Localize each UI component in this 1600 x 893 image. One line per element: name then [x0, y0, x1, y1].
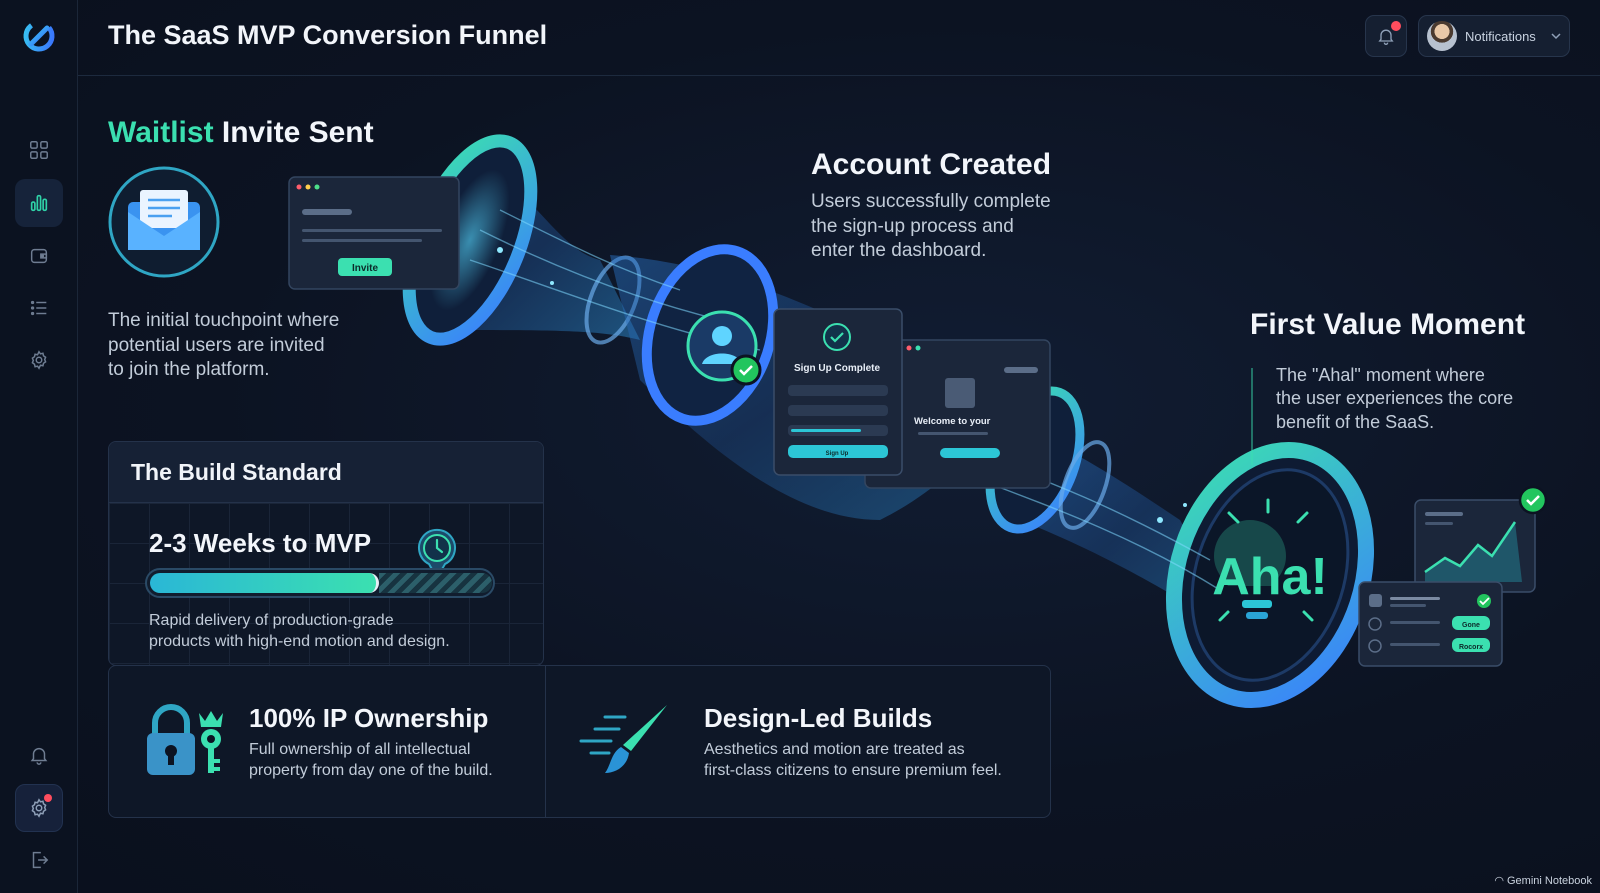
paintbrush-icon: [579, 705, 667, 773]
account-created-title: Account Created: [811, 148, 1052, 181]
growth-chart-mock: [1414, 485, 1548, 593]
aha-label: Aha!: [1212, 548, 1328, 606]
desc-line: Aesthetics and motion are treated as: [704, 741, 965, 758]
waitlist-title: Waitlist Invite Sent: [108, 116, 374, 150]
desc-line: property from day one of the build.: [249, 761, 493, 779]
desc-line: The initial touchpoint where: [108, 310, 340, 331]
settings-icon: [31, 350, 47, 370]
watermark: ◠ Gemini Notebook: [1494, 874, 1592, 887]
design-title: Design-Led Builds: [704, 703, 933, 733]
check-circle-icon: [1518, 485, 1548, 515]
desc-line: to join the platform.: [108, 359, 270, 381]
build-standard-card: The Build Standard 2-3 Weeks to MVP Rapi…: [108, 441, 544, 666]
lightbulb-icon: [1214, 498, 1314, 622]
ip-title: 100% IP Ownership: [249, 703, 489, 733]
bell-icon: [30, 747, 48, 765]
desc-line: first-class citizens to ensure premium f…: [704, 761, 1002, 779]
features-card: 100% IP Ownership Full ownership of all …: [108, 665, 1051, 818]
first-value-title: First Value Moment: [1250, 308, 1526, 341]
mvp-description: Rapid delivery of production-grade produ…: [149, 611, 450, 653]
avatar: [1427, 21, 1457, 51]
notification-badge: [1391, 21, 1401, 31]
divider: [545, 666, 546, 817]
invite-button-label: Invite: [352, 263, 379, 274]
notification-bell-button[interactable]: [1365, 15, 1407, 57]
brand-logo-icon[interactable]: [19, 16, 59, 56]
wallet-icon: [30, 248, 48, 264]
desc-line: potential users are invited: [108, 334, 325, 356]
desc-line: Users successfully complete: [811, 191, 1051, 212]
sidebar-item-logout[interactable]: [15, 836, 63, 884]
sidebar-item-dashboard[interactable]: [15, 126, 63, 174]
design-description: Aesthetics and motion are treated as fir…: [704, 740, 1002, 782]
page-title: The SaaS MVP Conversion Funnel: [108, 20, 548, 50]
mvp-progress-bar: [145, 568, 495, 598]
desc-line: products with high-end motion and design…: [149, 632, 450, 650]
sidebar-item-notifications[interactable]: [15, 731, 63, 779]
desc-line: enter the dashboard.: [811, 240, 987, 262]
welcome-mock-window: [864, 339, 1051, 489]
grid-icon: [30, 141, 48, 159]
signup-card: [773, 308, 903, 476]
alert-badge: [44, 794, 52, 802]
waitlist-title-accent: Waitlist: [108, 116, 214, 149]
progress-fill: [150, 573, 379, 593]
mvp-title: 2-3 Weeks to MVP: [149, 528, 372, 558]
sidebar-item-list[interactable]: [15, 284, 63, 332]
signup-complete-label: Sign Up Complete: [794, 363, 881, 374]
funnel-ring: [1058, 440, 1112, 530]
top-header: The SaaS MVP Conversion Funnel Notificat…: [78, 0, 1600, 76]
waitlist-title-rest: Invite Sent: [213, 116, 374, 149]
desc-line: Full ownership of all intellectual: [249, 741, 471, 758]
list-icon: [30, 300, 47, 316]
sidebar: [0, 0, 78, 893]
desc-line: The "Ahal" moment where: [1276, 365, 1485, 385]
first-value-description: The "Ahal" moment where the user experie…: [1276, 364, 1513, 434]
lock-key-icon: [147, 704, 223, 775]
desc-line: Rapid delivery of production-grade: [149, 612, 394, 629]
desc-line: the sign-up process and: [811, 215, 1014, 237]
user-avatar-check-icon: [686, 310, 762, 386]
desc-line: benefit of the SaaS.: [1276, 411, 1435, 432]
settings-icon: [31, 798, 47, 818]
notifications-dropdown[interactable]: Notifications: [1418, 15, 1570, 57]
task-button-label: Rocorx: [1459, 644, 1483, 651]
watermark-logo-icon: ◠: [1494, 875, 1507, 887]
bar-chart-icon: [30, 194, 48, 212]
aha-inner: [1190, 468, 1350, 682]
tasks-mock-window: [1358, 581, 1503, 667]
watermark-text: Gemini Notebook: [1507, 875, 1592, 887]
chevron-down-icon: [1551, 33, 1561, 40]
sidebar-item-preferences[interactable]: [15, 784, 63, 832]
logout-icon: [32, 851, 49, 869]
task-button-label: Gone: [1462, 622, 1480, 629]
account-created-description: Users successfully complete the sign-up …: [811, 190, 1051, 264]
signup-button-label: Sign Up: [826, 451, 849, 457]
welcome-label: Welcome to your: [914, 416, 991, 427]
sidebar-item-analytics[interactable]: [15, 179, 63, 227]
sidebar-item-settings[interactable]: [15, 336, 63, 384]
invite-mock-window: [288, 176, 460, 290]
clock-pin-icon: [418, 528, 456, 580]
progress-remaining: [379, 573, 492, 593]
ip-description: Full ownership of all intellectual prope…: [249, 740, 493, 782]
desc-line: the user experiences the core: [1276, 388, 1514, 409]
light-particles: [497, 247, 1187, 523]
notifications-label: Notifications: [1465, 28, 1536, 44]
envelope-icon: [128, 190, 200, 250]
waitlist-description: The initial touchpoint where potential u…: [108, 309, 339, 383]
bell-icon: [1378, 29, 1394, 45]
sidebar-item-wallet[interactable]: [15, 232, 63, 280]
build-standard-title: The Build Standard: [109, 442, 543, 503]
